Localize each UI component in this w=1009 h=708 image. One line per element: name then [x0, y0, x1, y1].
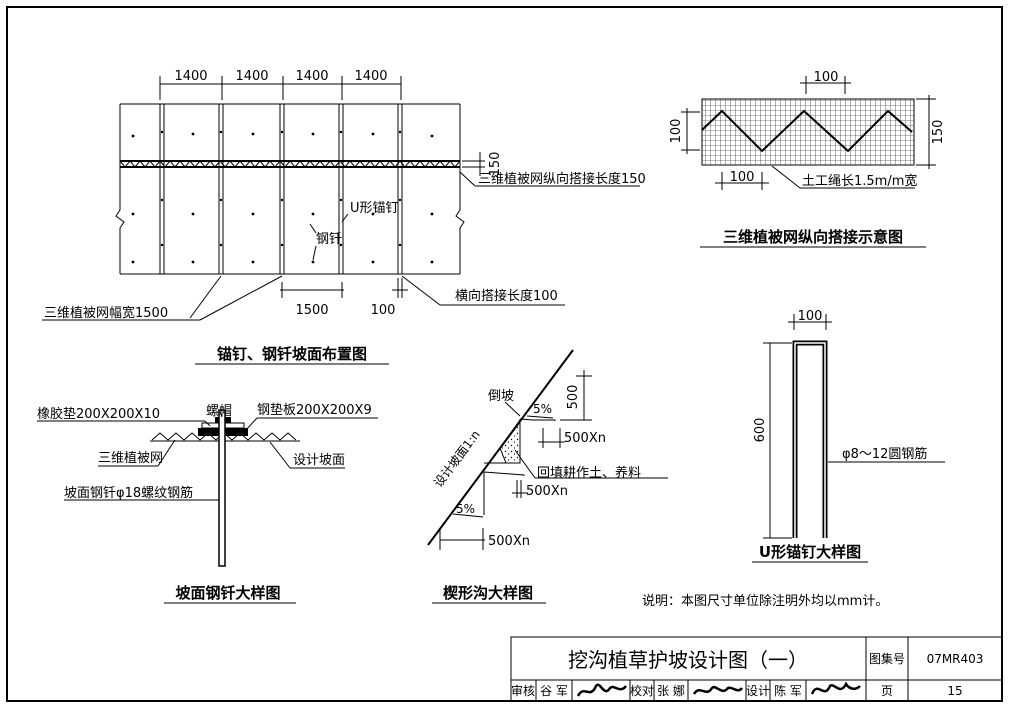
u-nail-detail: 100 600 φ8～12圆钢筋 U形锚钉大样图 [752, 309, 945, 563]
label-steel-pin: 钢钎 [316, 232, 342, 247]
designer-label: 设计 [746, 684, 770, 698]
page-label: 页 [881, 684, 893, 698]
label-pin-rebar: 坡面钢钎φ18螺纹钢筋 [64, 485, 193, 501]
pin-title: 坡面钢钎大样图 [175, 584, 280, 602]
label-net: 三维植被网 [98, 451, 163, 466]
label-longitudinal-overlap: 三维植被网纵向搭接长度150 [478, 171, 646, 187]
label-rope: 土工绳长1.5m/m宽 [802, 173, 917, 189]
dim-100-left: 100 [669, 119, 684, 144]
reviewer-signature [576, 683, 627, 697]
label-chamfer: 倒坡 [488, 389, 514, 404]
label-plate: 钢垫板200X200X9 [257, 402, 372, 418]
label-nut: 螺帽 [206, 403, 232, 419]
dim-500: 500 [566, 385, 581, 410]
atlas-label: 图集号 [869, 651, 905, 666]
dim-100-top: 100 [814, 70, 839, 85]
dim-100-bottom: 100 [730, 170, 755, 185]
pct-bottom: 5% [456, 502, 475, 516]
label-u-nail: U形锚钉 [350, 201, 399, 216]
atlas-number: 07MR403 [927, 652, 984, 666]
reviewer-label: 审核 [511, 683, 535, 698]
label-net-width: 三维植被网幅宽1500 [44, 305, 168, 321]
dim-500xn-2: 500Xn [526, 484, 568, 499]
pin-detail: 橡胶垫200X200X10 螺帽 钢垫板200X200X9 三维植被网 设计坡面… [37, 402, 378, 604]
dim-100-plan: 100 [371, 303, 396, 318]
designer-signature [810, 681, 861, 695]
backfill-wedge [499, 418, 521, 464]
designer-name: 陈 军 [774, 683, 802, 698]
dim-1500: 1500 [295, 303, 328, 318]
label-backfill: 回填耕作土、养料 [537, 465, 641, 481]
dim-1400-a: 1400 [174, 69, 207, 84]
label-transverse-overlap: 横向搭接长度100 [455, 288, 558, 304]
dim-500xn-3: 500Xn [488, 534, 530, 549]
dim-100-u: 100 [798, 309, 823, 324]
plan-title: 锚钉、钢钎坡面布置图 [217, 345, 367, 363]
main-title: 挖沟植草护坡设计图（一） [568, 648, 808, 672]
checker-signature [692, 685, 744, 695]
drawing-frame [6, 6, 1003, 702]
checker-name: 张 娜 [657, 684, 685, 698]
note-text: 说明：本图尺寸单位除注明外均以mm计。 [642, 594, 888, 609]
overlap-detail: 100 100 150 100 土工绳长1.5m/m宽 三维植被网纵向搭接示意图 [669, 70, 946, 248]
label-design-slope: 设计坡面 [293, 453, 345, 468]
checker-label: 校对 [630, 683, 654, 698]
dim-150-right: 150 [931, 120, 946, 145]
dim-600: 600 [753, 418, 768, 443]
net-grid [701, 98, 915, 166]
steel-pin-rod [218, 409, 226, 567]
dim-1400-d: 1400 [354, 69, 387, 84]
dim-1400-c: 1400 [295, 69, 328, 84]
wedge-title: 楔形沟大样图 [443, 584, 533, 602]
plan-view: 1400 1400 1400 1400 [42, 69, 646, 365]
dim-150-band: 150 [488, 152, 503, 177]
reviewer-name: 谷 军 [540, 684, 568, 698]
title-block: 挖沟植草护坡设计图（一） 图集号 07MR403 页 15 审核 谷 军 校对 … [510, 636, 1003, 702]
u-nail-title: U形锚钉大样图 [759, 543, 861, 561]
dim-1400-b: 1400 [235, 69, 268, 84]
wedge-trench-detail: 500 倒坡 5% 500Xn 回填耕作土、养料 500Xn 设计坡面1:n 5… [427, 349, 668, 604]
dim-500xn-1: 500Xn [564, 431, 606, 446]
label-round-bar: φ8～12圆钢筋 [842, 446, 927, 462]
label-rubber: 橡胶垫200X200X10 [37, 406, 160, 422]
overlap-title: 三维植被网纵向搭接示意图 [723, 228, 903, 246]
page-number: 15 [947, 684, 962, 698]
u-nail-shape [792, 340, 828, 538]
pct-top: 5% [533, 402, 552, 416]
